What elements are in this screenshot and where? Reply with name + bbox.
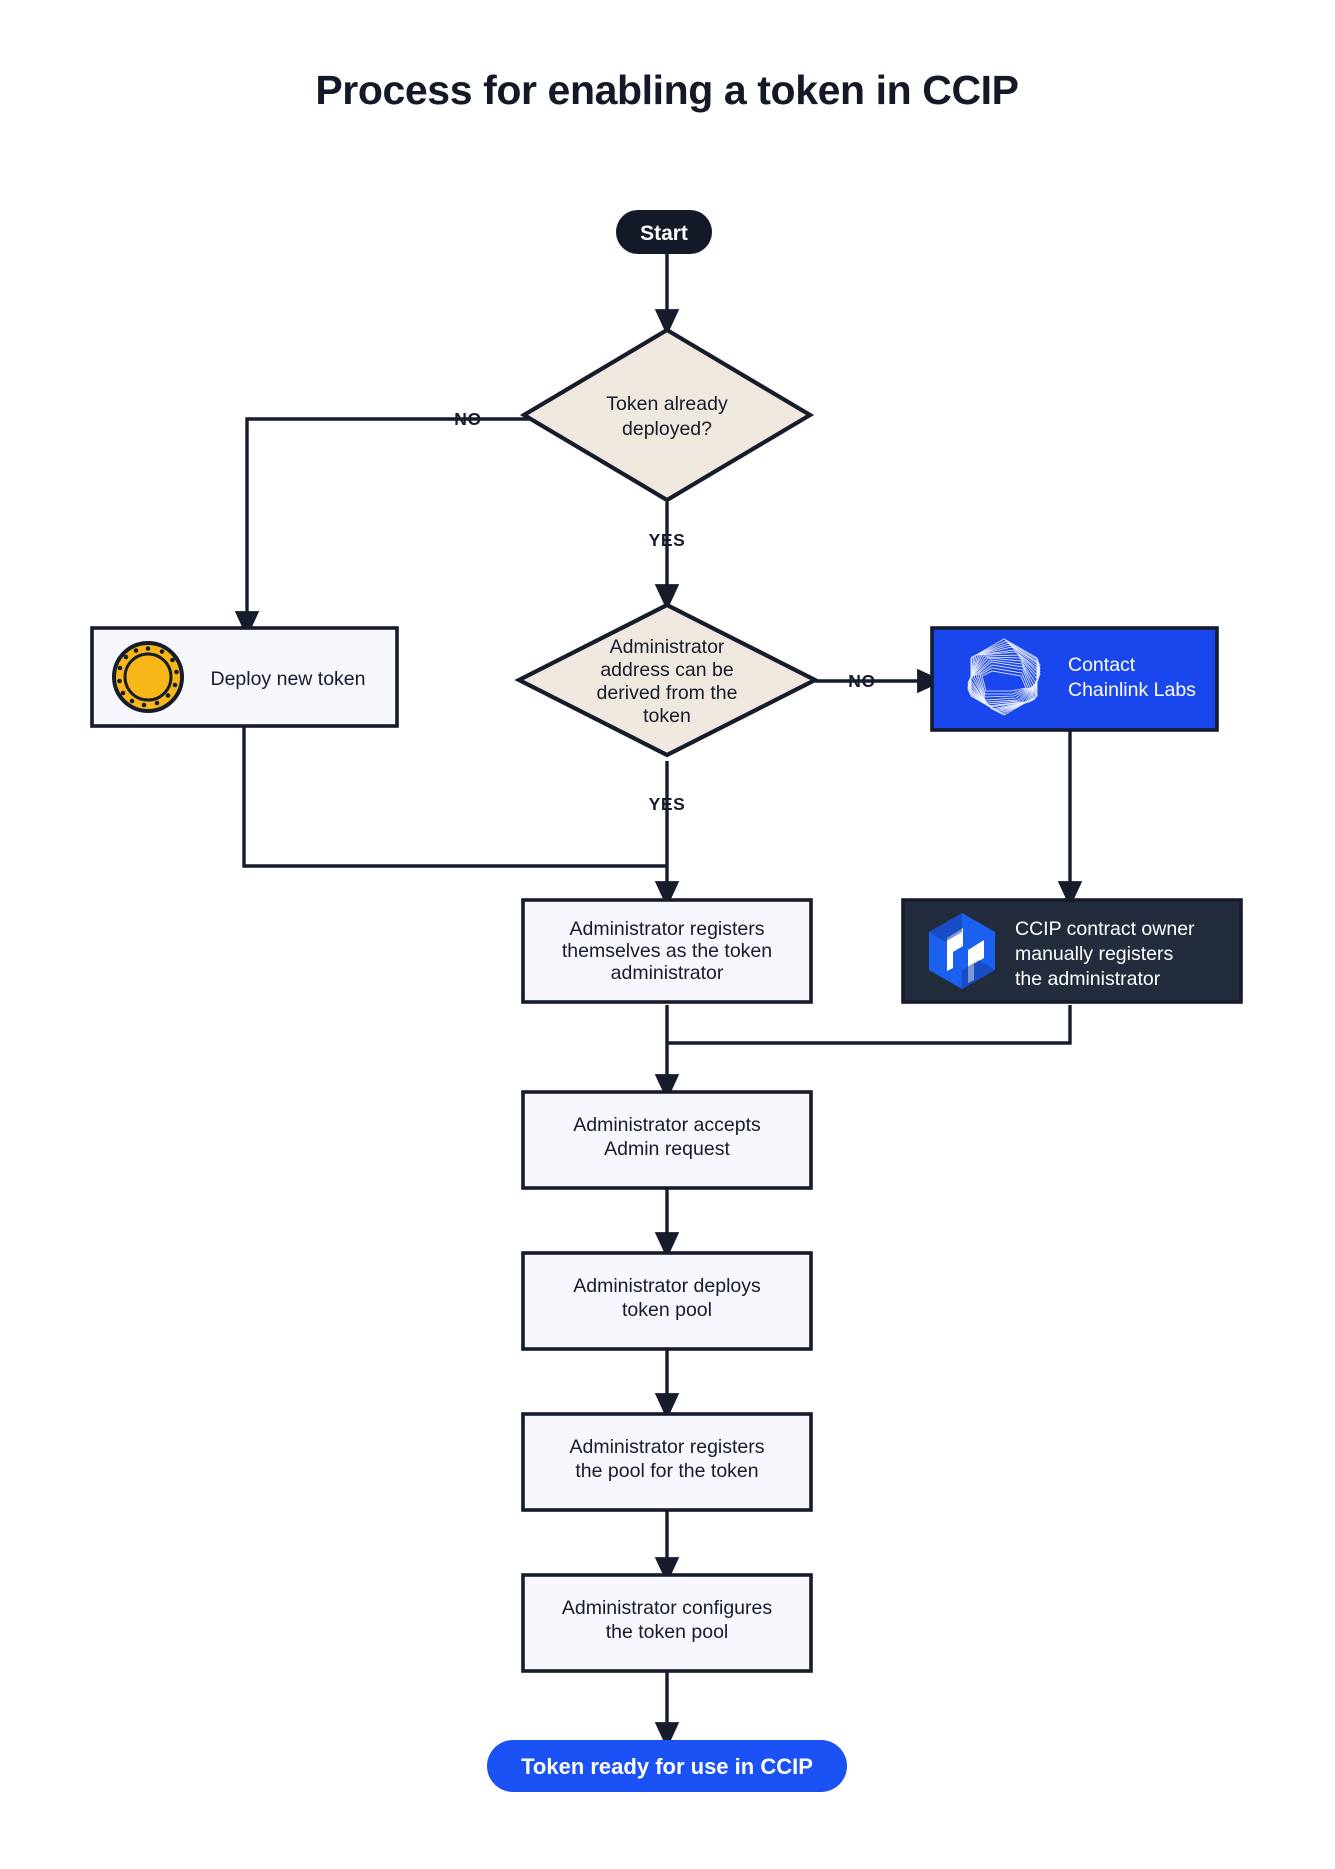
node-admin-registers-pool[interactable]: Administrator registers the pool for the… (521, 1412, 813, 1512)
node-contact-chainlink[interactable]: Contact Chainlink Labs (930, 626, 1219, 732)
decision-admin-line4: token (643, 705, 691, 727)
admin-registers-pool-box-shape (521, 1412, 813, 1512)
node-admin-registers-self[interactable]: Administrator registers themselves as th… (521, 898, 813, 1004)
decision-deployed-line1: Token already (606, 393, 728, 415)
coin-icon (112, 641, 184, 713)
contact-chainlink-line1: Contact (1068, 654, 1136, 676)
deploy-token-label: Deploy new token (210, 668, 365, 690)
node-ccip-contract-owner[interactable]: CCIP contract owner manually registers t… (901, 898, 1243, 1004)
decision-deployed-line2: deployed? (622, 418, 712, 440)
edge-label-deployed-yes: YES (649, 530, 686, 550)
decision-admin-diamond-shape (514, 602, 820, 758)
edge-ccipowner-join (667, 1005, 1072, 1045)
admin-registers-box-shape (521, 898, 813, 1004)
admin-registers-pool-line1: Administrator registers (569, 1436, 764, 1458)
ccip-hex-icon (929, 913, 995, 989)
admin-registers-line3: administrator (611, 962, 724, 984)
node-start[interactable]: Start (616, 210, 712, 254)
start-label: Start (640, 222, 688, 245)
edges-layer (234, 253, 1083, 1749)
decision-admin-line1: Administrator (610, 636, 725, 658)
end-label: Token ready for use in CCIP (521, 1754, 813, 1779)
admin-registers-line2: themselves as the token (562, 940, 772, 962)
node-admin-configures-pool[interactable]: Administrator configures the token pool (521, 1573, 813, 1673)
node-deploy-new-token[interactable]: Deploy new token (90, 626, 399, 728)
decision-admin-line3: derived from the (597, 682, 738, 704)
admin-registers-line1: Administrator registers (569, 918, 764, 940)
admin-accepts-line2: Admin request (604, 1138, 730, 1160)
node-decision-token-deployed[interactable]: Token already deployed? (519, 327, 815, 503)
edge-label-deployed-no: NO (454, 409, 481, 429)
edge-deployed-no (234, 417, 539, 638)
admin-configures-box-shape (521, 1573, 813, 1673)
edge-deploy-join (242, 727, 667, 868)
edge-label-admin-no: NO (848, 671, 875, 691)
contact-chainlink-line2: Chainlink Labs (1068, 679, 1196, 701)
admin-registers-pool-line2: the pool for the token (575, 1460, 758, 1482)
admin-configures-line2: the token pool (606, 1621, 729, 1643)
start-pill-shape (616, 210, 712, 254)
node-decision-admin-derived[interactable]: Administrator address can be derived fro… (514, 602, 820, 758)
ccip-owner-line2: manually registers (1015, 943, 1173, 965)
admin-accepts-box-shape (521, 1090, 813, 1190)
admin-deploys-line2: token pool (622, 1299, 712, 1321)
ccip-owner-line1: CCIP contract owner (1015, 918, 1195, 940)
node-admin-accepts[interactable]: Administrator accepts Admin request (521, 1090, 813, 1190)
node-end-token-ready[interactable]: Token ready for use in CCIP (487, 1740, 847, 1792)
admin-accepts-line1: Administrator accepts (573, 1114, 761, 1136)
admin-deploys-box-shape (521, 1251, 813, 1351)
edge-label-admin-yes: YES (649, 794, 686, 814)
ccip-owner-line3: the administrator (1015, 968, 1161, 990)
decision-admin-line2: address can be (600, 659, 733, 681)
admin-deploys-line1: Administrator deploys (573, 1275, 761, 1297)
chainlink-logo-icon (967, 638, 1041, 716)
page-title: Process for enabling a token in CCIP (315, 67, 1018, 113)
node-admin-deploys-pool[interactable]: Administrator deploys token pool (521, 1251, 813, 1351)
decision-diamond-shape (519, 327, 815, 503)
admin-configures-line1: Administrator configures (562, 1597, 773, 1619)
end-pill-shape (487, 1740, 847, 1792)
